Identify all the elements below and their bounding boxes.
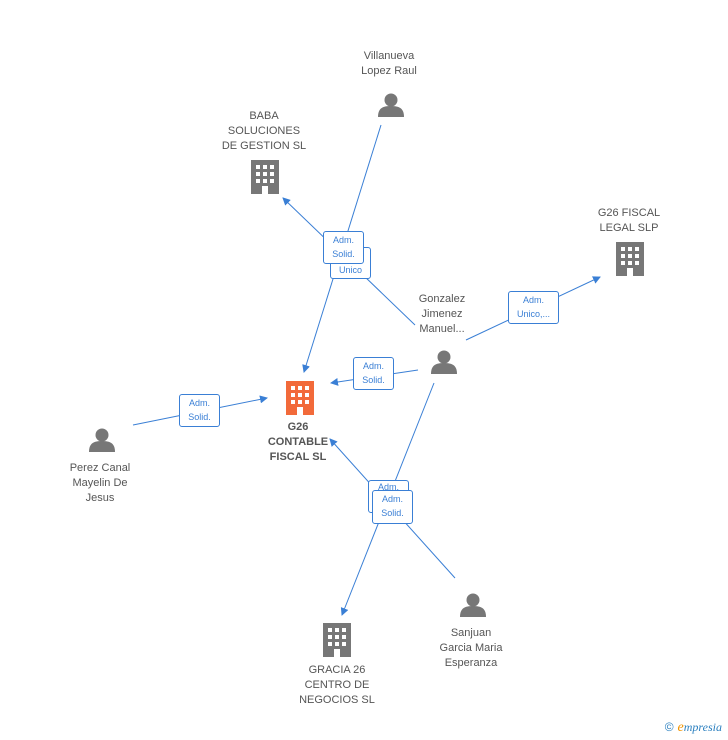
edge-badge-adm-unico[interactable]: Adm. Unico,... — [508, 291, 559, 324]
empresia-watermark: ©empresia — [665, 720, 722, 736]
edge-badge-line: Adm. — [522, 295, 544, 305]
building-icon[interactable] — [616, 242, 644, 276]
edge-badge-line: Solid. — [362, 375, 385, 385]
brand-initial: e — [677, 720, 684, 735]
person-icon[interactable] — [431, 350, 457, 375]
edge-badge-line: Solid. — [381, 508, 404, 518]
edge-badge-line: Unico — [338, 265, 362, 275]
node-label-gonzalez[interactable]: Gonzalez Jimenez Manuel... — [418, 293, 466, 335]
person-icon[interactable] — [378, 93, 404, 118]
building-icon[interactable] — [251, 160, 279, 194]
node-label-gracia[interactable]: GRACIA 26 CENTRO DE NEGOCIOS SL — [299, 664, 375, 706]
node-label-perez[interactable]: Perez Canal Mayelin De Jesus — [69, 462, 131, 504]
brand-name: mpresia — [683, 720, 722, 734]
edge-badge-line: Solid. — [332, 249, 355, 259]
person-icon[interactable] — [460, 593, 486, 618]
building-icon[interactable] — [323, 623, 351, 657]
node-label-g26-fiscal-legal[interactable]: G26 FISCAL LEGAL SLP — [597, 207, 661, 234]
node-label-villanueva[interactable]: Villanueva Lopez Raul — [361, 50, 417, 77]
edge-badge-adm-solid[interactable]: Adm. Solid. — [353, 357, 394, 390]
node-label-baba[interactable]: BABA SOLUCIONES DE GESTION SL — [221, 110, 307, 152]
edge-badge-line: Adm. — [377, 482, 399, 492]
edge-badge-line: Unico,... — [516, 309, 550, 319]
copyright-icon: © — [664, 720, 674, 734]
node-label-sanjuan[interactable]: Sanjuan Garcia Maria Esperanza — [439, 627, 503, 669]
edge-badge-adm-solid[interactable]: Adm. Solid. — [372, 490, 413, 524]
edge-badge-line: Adm. — [381, 494, 403, 504]
person-icon[interactable] — [89, 428, 115, 453]
edge-badge-line: Adm. — [188, 398, 210, 408]
edge-badge-line: Adm. — [362, 361, 384, 371]
focus-building-icon[interactable] — [286, 381, 314, 415]
edge-badge-adm-solid[interactable]: Adm. Solid. — [323, 231, 364, 264]
node-label-g26-contable[interactable]: G26 CONTABLE FISCAL SL — [267, 421, 329, 463]
edge-badge-line: Solid. — [188, 412, 211, 422]
edge-badge-line: Adm. — [332, 235, 354, 245]
edge-badge-adm-solid[interactable]: Adm. Solid. — [179, 394, 220, 427]
